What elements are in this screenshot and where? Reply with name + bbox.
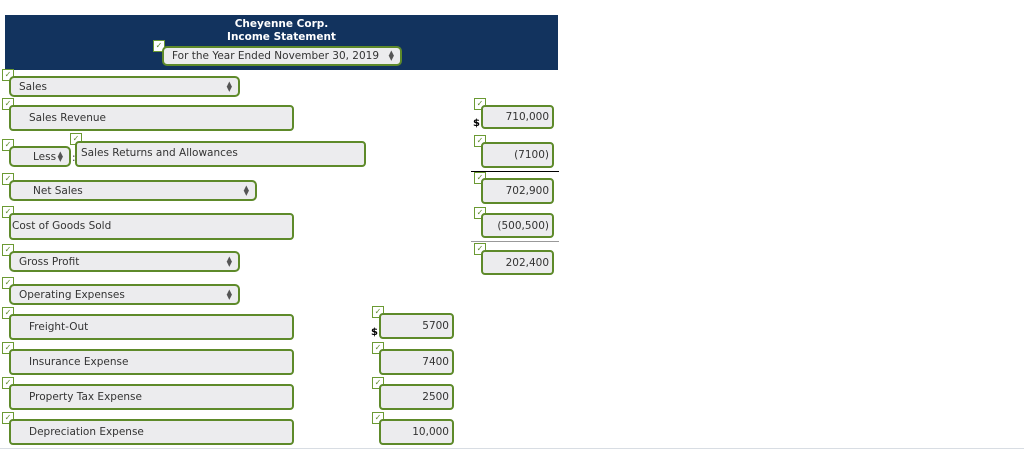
select-arrows-icon: ▲▼ xyxy=(226,287,232,301)
select-value: Net Sales xyxy=(33,184,83,197)
check-icon: ✓ xyxy=(2,173,14,185)
sales-revenue-amount[interactable]: 710,000 xyxy=(481,105,554,129)
period-value: For the Year Ended November 30, 2019 xyxy=(172,50,380,62)
select-value: Sales xyxy=(19,80,47,93)
freight-out-input[interactable]: Freight-Out xyxy=(9,314,294,340)
sales-revenue-input[interactable]: Sales Revenue xyxy=(9,105,294,131)
sales-returns-input[interactable]: Sales Returns and Allowances xyxy=(75,141,366,167)
input-value: Sales Returns and Allowances xyxy=(81,147,238,159)
amount-value: 10,000 xyxy=(412,426,449,438)
currency-symbol: $ xyxy=(371,327,378,338)
amount-value: 5700 xyxy=(422,320,449,332)
amount-value: 710,000 xyxy=(505,111,549,123)
select-value: Less xyxy=(33,150,57,163)
subtotal-rule xyxy=(471,241,559,242)
gross-profit-select[interactable]: Gross Profit ▲▼ xyxy=(9,251,240,272)
input-value: Insurance Expense xyxy=(29,356,129,368)
sales-returns-amount[interactable]: (7100) xyxy=(481,142,554,168)
less-select[interactable]: Less▲▼ xyxy=(9,146,71,167)
property-tax-expense-input[interactable]: Property Tax Expense xyxy=(9,384,294,410)
colon: : xyxy=(72,152,76,164)
amount-value: (500,500) xyxy=(497,219,549,232)
depreciation-expense-amount[interactable]: 10,000 xyxy=(379,419,454,445)
input-value: Freight-Out xyxy=(29,321,89,333)
period-select[interactable]: For the Year Ended November 30, 2019 ▲▼ xyxy=(162,46,402,66)
input-value: Property Tax Expense xyxy=(29,391,142,403)
amount-value: (7100) xyxy=(514,149,549,161)
property-tax-expense-amount[interactable]: 2500 xyxy=(379,384,454,410)
amount-value: 202,400 xyxy=(505,256,549,269)
insurance-expense-input[interactable]: Insurance Expense xyxy=(9,349,294,375)
amount-value: 2500 xyxy=(422,391,449,403)
select-value: Gross Profit xyxy=(19,255,80,268)
input-value: Cost of Goods Sold xyxy=(12,220,112,232)
sales-section-select[interactable]: Sales ▲▼ xyxy=(9,76,240,97)
statement-title: Income Statement xyxy=(227,31,336,43)
depreciation-expense-input[interactable]: Depreciation Expense xyxy=(9,419,294,445)
currency-symbol: $ xyxy=(473,118,480,129)
select-arrows-icon: ▲▼ xyxy=(57,149,63,163)
cogs-amount[interactable]: (500,500) xyxy=(481,213,554,238)
select-arrows-icon: ▲▼ xyxy=(226,254,232,268)
select-arrows-icon: ▲▼ xyxy=(226,79,232,93)
select-value: Operating Expenses xyxy=(19,288,125,301)
input-value: Depreciation Expense xyxy=(29,426,144,438)
amount-value: 702,900 xyxy=(505,185,549,197)
operating-expenses-select[interactable]: Operating Expenses ▲▼ xyxy=(9,284,240,305)
select-arrows-icon: ▲▼ xyxy=(388,49,394,62)
gross-profit-amount[interactable]: 202,400 xyxy=(481,250,554,275)
net-sales-select[interactable]: Net Sales ▲▼ xyxy=(9,180,257,201)
net-sales-amount[interactable]: 702,900 xyxy=(481,178,554,204)
bottom-divider xyxy=(0,448,1024,449)
input-value: Sales Revenue xyxy=(29,112,107,124)
insurance-expense-amount[interactable]: 7400 xyxy=(379,349,454,375)
amount-value: 7400 xyxy=(422,356,449,368)
subtotal-rule xyxy=(471,171,559,172)
cogs-input[interactable]: Cost of Goods Sold xyxy=(9,213,294,240)
freight-out-amount[interactable]: 5700 xyxy=(379,313,454,339)
company-name: Cheyenne Corp. xyxy=(234,18,329,30)
select-arrows-icon: ▲▼ xyxy=(243,183,249,197)
